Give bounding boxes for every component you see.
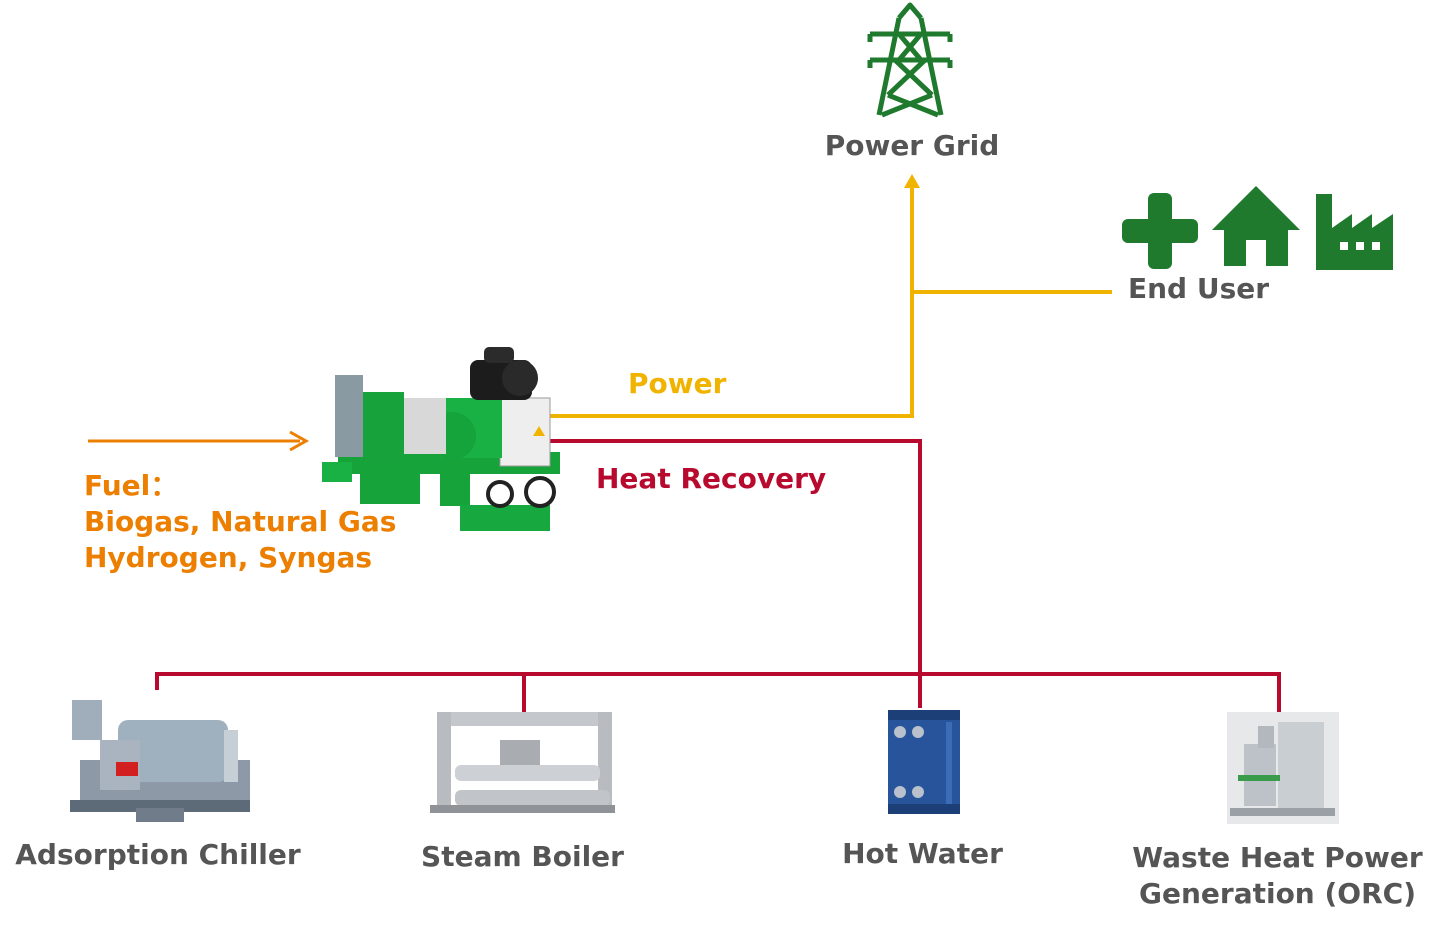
heat-recovery-label: Heat Recovery bbox=[596, 462, 827, 495]
fuel-title: Fuel： bbox=[84, 469, 179, 502]
power-label: Power bbox=[628, 367, 727, 400]
end-user-label: End User bbox=[1128, 272, 1270, 305]
power-tower-icon bbox=[867, 2, 953, 118]
orc-label: Waste Heat Power Generation (ORC) bbox=[1115, 840, 1440, 912]
house-icon bbox=[1212, 186, 1300, 266]
hot-water-image bbox=[888, 710, 960, 814]
fuel-arrow bbox=[88, 430, 310, 452]
heat-recovery-line bbox=[155, 439, 1281, 712]
power-grid-label: Power Grid bbox=[824, 129, 1000, 162]
medical-cross-icon bbox=[1122, 193, 1198, 269]
adsorption-chiller-label: Adsorption Chiller bbox=[15, 838, 301, 871]
orc-image bbox=[1227, 712, 1339, 824]
chp-generator-image bbox=[322, 347, 560, 531]
hot-water-label: Hot Water bbox=[842, 837, 1003, 870]
steam-boiler-label: Steam Boiler bbox=[421, 840, 624, 873]
power-line bbox=[548, 186, 1112, 418]
fuel-label: Fuel： Biogas, Natural Gas Hydrogen, Syng… bbox=[84, 468, 396, 576]
adsorption-chiller-image bbox=[70, 700, 250, 822]
steam-boiler-image bbox=[430, 712, 615, 813]
factory-icon bbox=[1316, 194, 1393, 270]
orc-line-2: Generation (ORC) bbox=[1138, 877, 1416, 910]
fuel-line-1: Biogas, Natural Gas bbox=[84, 505, 397, 538]
orc-line-1: Waste Heat Power bbox=[1132, 841, 1423, 874]
power-arrowhead bbox=[904, 174, 920, 188]
fuel-line-2: Hydrogen, Syngas bbox=[84, 541, 373, 574]
